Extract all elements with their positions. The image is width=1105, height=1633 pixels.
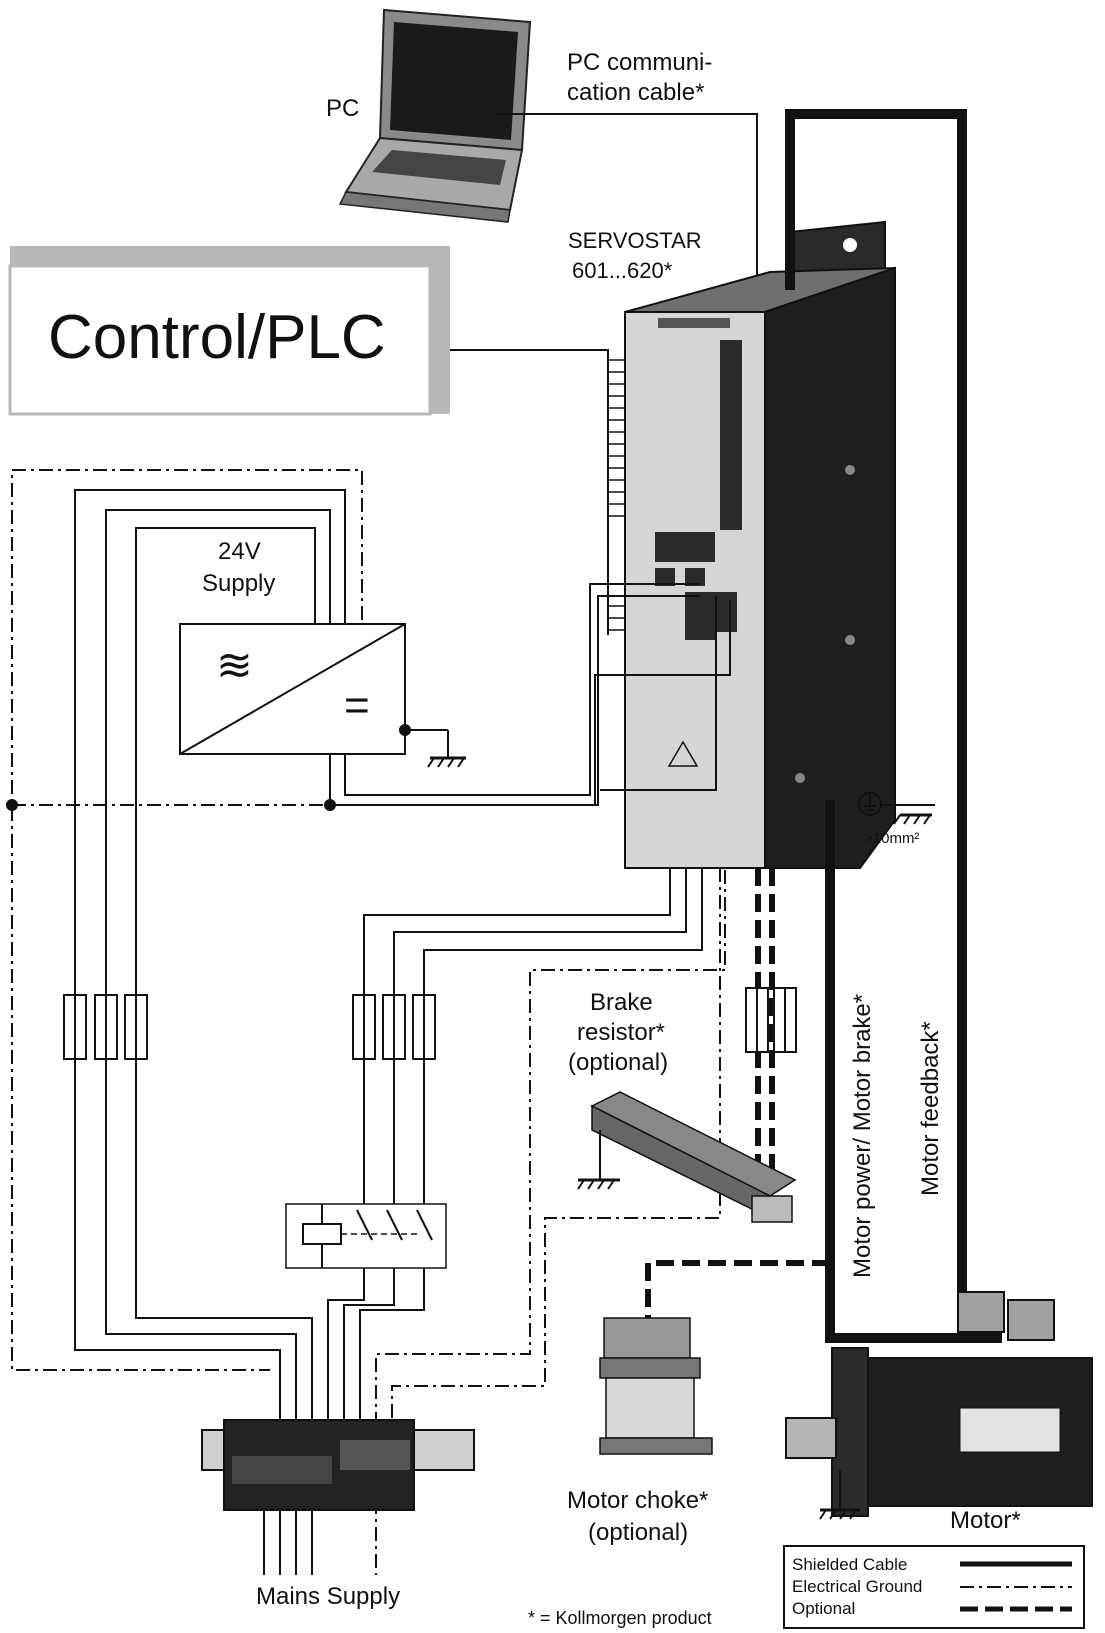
motor-power-cable [825,800,1002,1343]
supply-ground [399,724,466,768]
legend: Shielded Cable Electrical Ground Optiona… [783,1545,1085,1629]
drive-io-wire-2 [594,600,731,805]
legend-label-ground: Electrical Ground [792,1577,922,1596]
fuse-group-right [352,994,436,1060]
choke-label-1: Motor choke* [567,1487,708,1514]
legend-label-shielded: Shielded Cable [792,1555,907,1574]
supply-label-1: 24V [218,538,261,565]
drive-ground [858,792,935,825]
control-plc-box [8,246,450,416]
supply-24v-wire-1 [329,595,700,806]
ground-junction-right [324,799,336,811]
ground-size-label: >10mm² [864,830,919,847]
mains-wiring-left [74,489,346,1420]
fuse-group-left [63,994,148,1060]
motor-choke-cable [645,1260,830,1318]
mains-input-wires [263,1510,313,1575]
pc-cable-label-1: PC communi- [567,49,712,76]
brake-label-2: resistor* [577,1019,665,1046]
choke-label-2: (optional) [588,1519,688,1546]
plc-cable [450,349,609,635]
mains-wiring-drive [327,868,703,1420]
motor-feedback-label: Motor feedback* [917,1021,944,1196]
motor-icon [785,1291,1093,1517]
motor-power-label: Motor power/ Motor brake* [849,994,876,1278]
motor-label: Motor* [950,1507,1021,1534]
fuse-group-brake [745,987,797,1053]
brake-resistor-icon [590,1091,797,1223]
drive-label-1: SERVOSTAR [568,228,702,253]
drive-io-wire [600,596,717,791]
ac-symbol: ≋ [216,641,253,690]
control-plc-label: Control/PLC [48,303,386,372]
contactor [285,1203,447,1269]
pc-label: PC [326,95,359,122]
laptop-icon [338,8,532,223]
brake-ground [577,1130,620,1190]
supply-label-2: Supply [202,570,275,597]
power-supply-box [179,623,406,755]
drive-label-2: 601...620* [572,258,673,283]
motor-feedback-cable [785,109,967,1308]
dc-symbol: = [344,681,370,730]
legend-label-optional: Optional [792,1599,855,1618]
brake-label-3: (optional) [568,1049,668,1076]
servo-drive [624,220,896,869]
supply-24v-wire-2 [344,583,700,796]
motor-ground [819,1470,860,1520]
footnote: * = Kollmorgen product [528,1608,712,1628]
brake-label-1: Brake [590,989,653,1016]
terminal-block [201,1419,475,1511]
pc-cable-label-2: cation cable* [567,79,704,106]
motor-choke-icon [599,1317,713,1455]
mains-label: Mains Supply [256,1583,400,1610]
ground-junction-left [6,799,18,811]
pc-cable [495,113,758,300]
